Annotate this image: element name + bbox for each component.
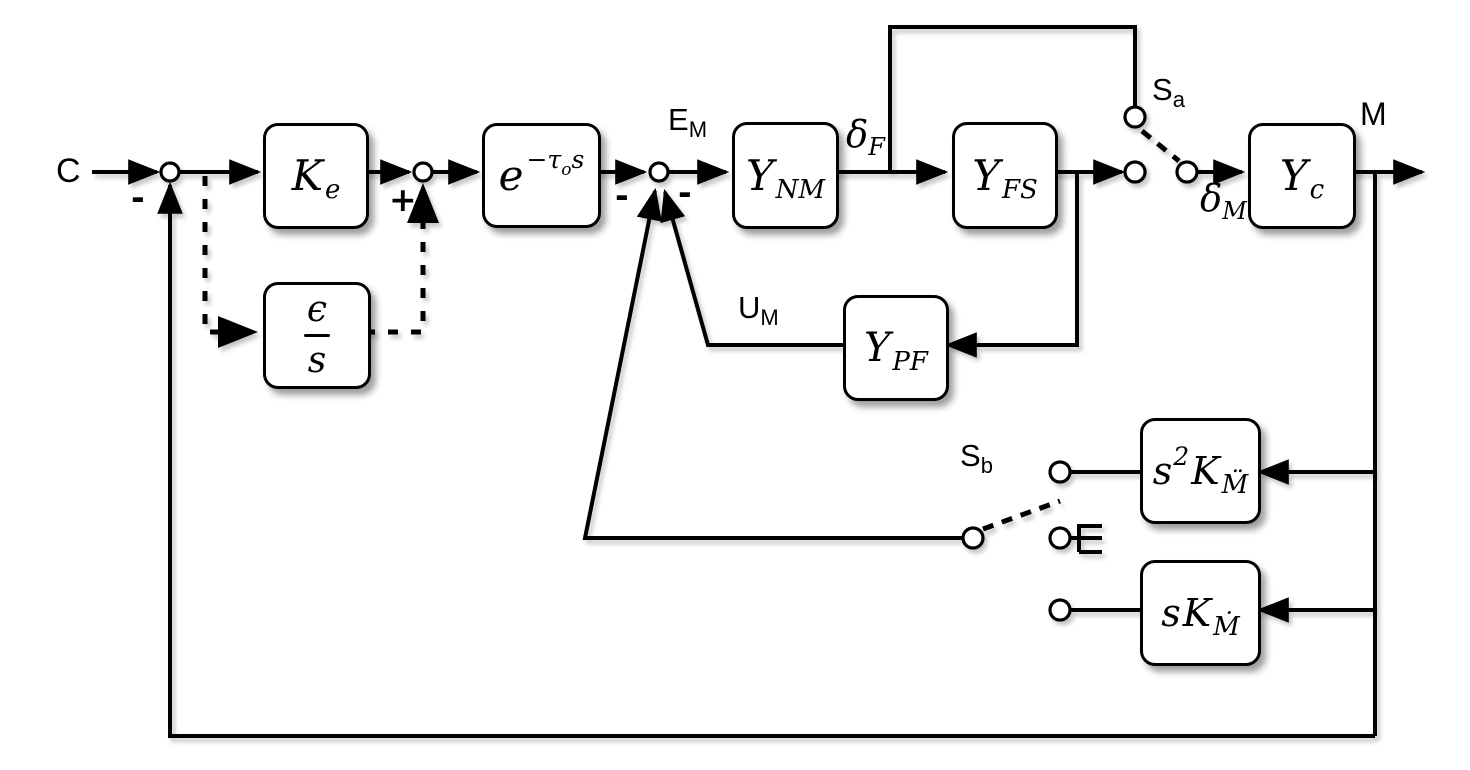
switch-sb-label: Sb [960,438,993,478]
sum2-plus-sign: + [389,180,417,219]
delta-m-label: δM [1200,177,1247,225]
wire-dashed-to-integrator [202,176,258,348]
summing-junction-2 [412,161,434,183]
wire-ypf-to-sum3 [660,188,843,347]
sum3-minus-sign-left: - [615,176,629,215]
fraction-numerator: ϵ [306,288,328,330]
wire-deltaf-top-loop [888,25,1137,172]
summing-junction-1 [159,161,181,183]
fraction-bar [304,333,330,338]
switch-sa-arm [1140,129,1181,163]
fraction-denominator: s [307,340,327,382]
switch-sb-rate-contact [1048,598,1072,622]
em-error-label: EM [668,102,708,142]
switch-sa-label: Sa [1152,72,1185,112]
sum3-minus-sign-right: - [678,173,692,212]
summing-junction-3 [648,161,670,183]
switch-sb-common-contact [961,526,985,550]
earth-ground-icon [1069,524,1102,554]
um-label: UM [738,290,779,330]
input-signal-label: C [56,152,81,190]
block-label: K [291,151,323,200]
delta-f-label: δF [846,113,885,161]
switch-sb-arm [982,498,1061,532]
output-signal-label: M [1360,96,1387,132]
switch-sb-accel-contact [1048,460,1072,484]
switch-sb-ground-contact [1048,526,1072,550]
switch-sa-right-contact [1175,160,1199,184]
block-integrator: ϵ s [263,282,371,389]
sum1-minus-sign: - [131,178,145,217]
switch-sa-left-contact [1123,160,1147,184]
wire-yfs-branch-to-ypf [944,172,1079,358]
switch-sa-top-contact [1123,105,1147,129]
block-time-delay: e−τos [482,123,601,228]
wire-switch-sb-to-sum3 [582,187,963,540]
wire-m-feedback-bottom-to-sum1 [157,181,1375,738]
